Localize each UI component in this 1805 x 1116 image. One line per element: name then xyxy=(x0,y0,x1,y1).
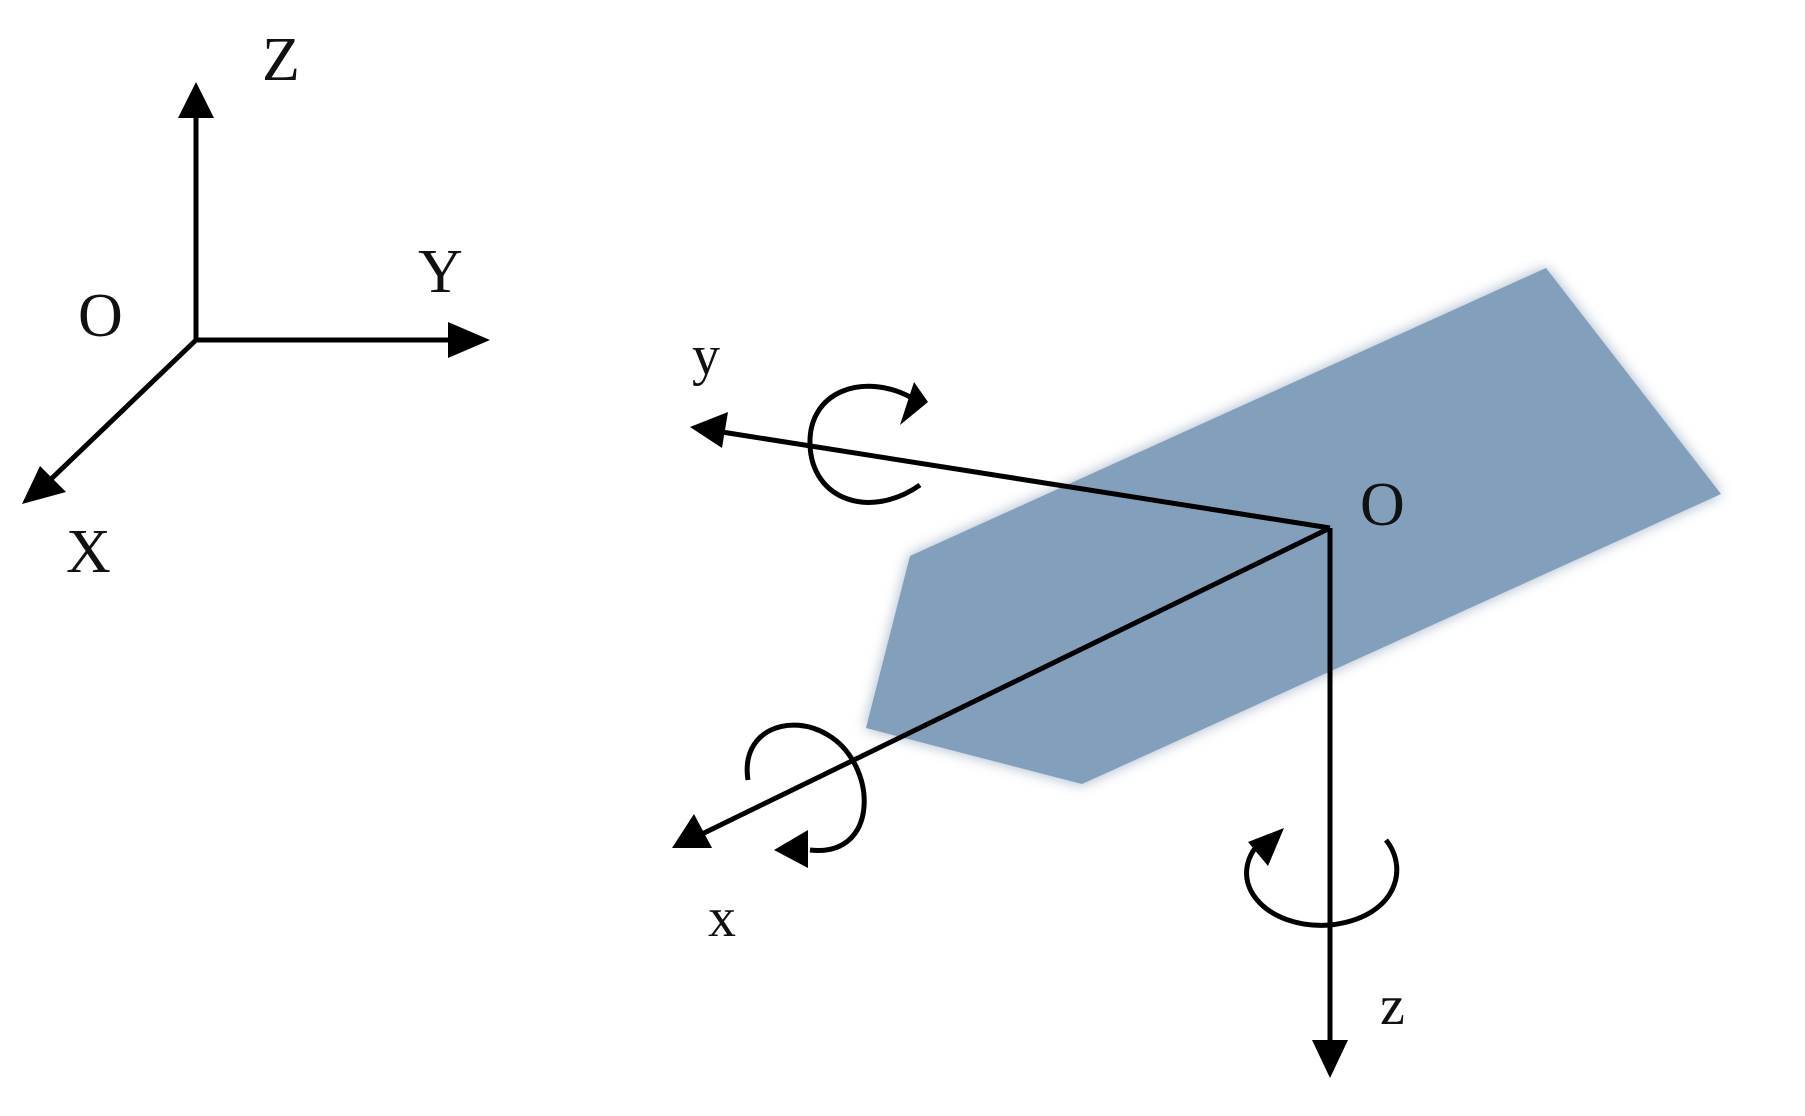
body-y-axis xyxy=(721,429,1331,531)
world-y-arrowhead xyxy=(448,322,490,358)
body-frame: O y x z xyxy=(672,325,1405,1078)
world-frame: Z Y O X xyxy=(22,26,490,586)
body-x-label: x xyxy=(708,887,736,949)
world-x-arrowhead xyxy=(22,466,66,504)
blue-plane xyxy=(866,268,1721,784)
rotation-about-x-icon xyxy=(744,722,867,868)
body-x-arrowhead xyxy=(672,814,712,848)
rotation-about-z-icon xyxy=(1244,828,1400,928)
body-x-axis xyxy=(700,525,1332,837)
world-origin-label: O xyxy=(78,282,123,350)
body-origin-label: O xyxy=(1360,471,1405,539)
body-y-label: y xyxy=(692,325,720,387)
world-x-axis xyxy=(46,338,198,484)
plane-surface xyxy=(866,268,1721,784)
rotation-about-y-icon xyxy=(807,382,928,505)
body-y-arrowhead xyxy=(690,412,728,448)
body-z-arrowhead xyxy=(1312,1040,1348,1078)
world-x-label: X xyxy=(66,518,111,586)
world-z-label: Z xyxy=(262,26,300,94)
world-z-arrowhead xyxy=(178,82,214,118)
body-z-label: z xyxy=(1380,975,1405,1037)
world-y-label: Y xyxy=(418,238,463,306)
